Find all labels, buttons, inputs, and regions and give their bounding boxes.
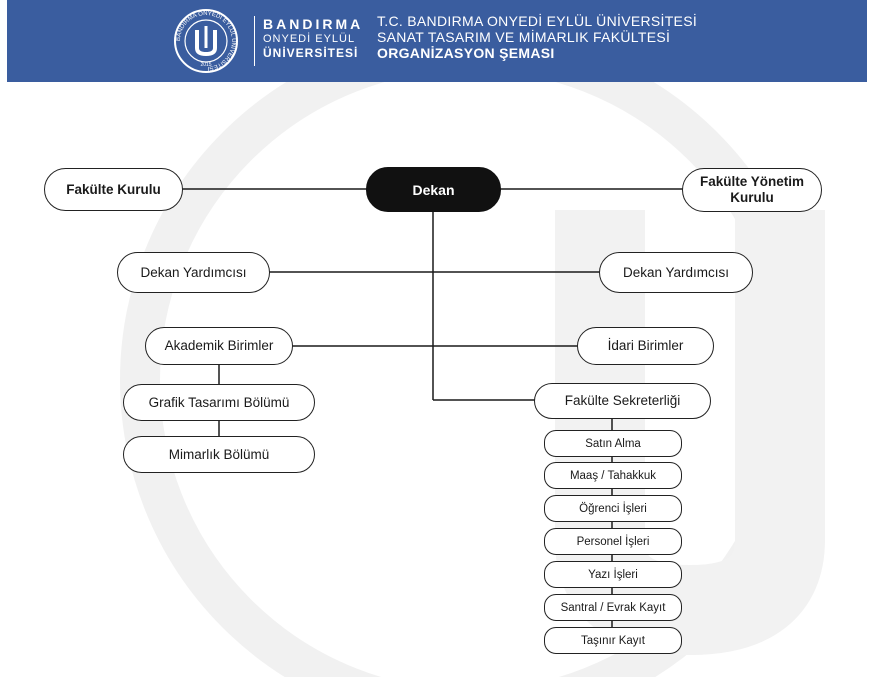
logo-text-universitesi: ÜNİVERSİTESİ bbox=[263, 46, 359, 60]
mimarlik-box: Mimarlık Bölümü bbox=[123, 436, 315, 473]
university-seal-icon: BANDIRMA ONYEDİ EYLÜL ÜNİVERSİTESİ 2015 bbox=[174, 9, 238, 73]
sekreterlik-unit-satin-alma: Satın Alma bbox=[544, 430, 682, 457]
logo-divider bbox=[254, 16, 255, 66]
sekreterlik-unit-ogrenci-isleri: Öğrenci İşleri bbox=[544, 495, 682, 522]
header-banner: BANDIRMA ONYEDİ EYLÜL ÜNİVERSİTESİ 2015 … bbox=[7, 0, 867, 82]
sekreterlik-unit-santral-evrak-kayit: Santral / Evrak Kayıt bbox=[544, 594, 682, 621]
fakulte-yonetim-kurulu-box: Fakülte Yönetim Kurulu bbox=[682, 168, 822, 212]
dekan-yardimcisi-left-box: Dekan Yardımcısı bbox=[117, 252, 270, 293]
seal-year: 2015 bbox=[200, 62, 211, 68]
header-title-faculty: SANAT TASARIM VE MİMARLIK FAKÜLTESİ bbox=[377, 29, 671, 45]
akademik-birimler-box: Akademik Birimler bbox=[145, 327, 293, 365]
fakulte-sekreterligi-box: Fakülte Sekreterliği bbox=[534, 383, 711, 419]
sekreterlik-unit-tasinir-kayit: Taşınır Kayıt bbox=[544, 627, 682, 654]
dekan-yardimcisi-right-box: Dekan Yardımcısı bbox=[599, 252, 753, 293]
fakulte-kurulu-box: Fakülte Kurulu bbox=[44, 168, 183, 211]
header-title-chart: ORGANİZASYON ŞEMASI bbox=[377, 45, 555, 61]
header-title-university: T.C. BANDIRMA ONYEDİ EYLÜL ÜNİVERSİTESİ bbox=[377, 13, 698, 29]
logo-text-onyedi-eylul: ONYEDİ EYLÜL bbox=[263, 33, 356, 45]
grafik-tasarimi-box: Grafik Tasarımı Bölümü bbox=[123, 384, 315, 421]
sekreterlik-unit-personel-isleri: Personel İşleri bbox=[544, 528, 682, 555]
sekreterlik-unit-yazi-isleri: Yazı İşleri bbox=[544, 561, 682, 588]
sekreterlik-unit-maas-tahakkuk: Maaş / Tahakkuk bbox=[544, 462, 682, 489]
idari-birimler-box: İdari Birimler bbox=[577, 327, 714, 365]
dekan-box: Dekan bbox=[366, 167, 501, 212]
logo-text-bandirma: BANDIRMA bbox=[263, 16, 364, 32]
